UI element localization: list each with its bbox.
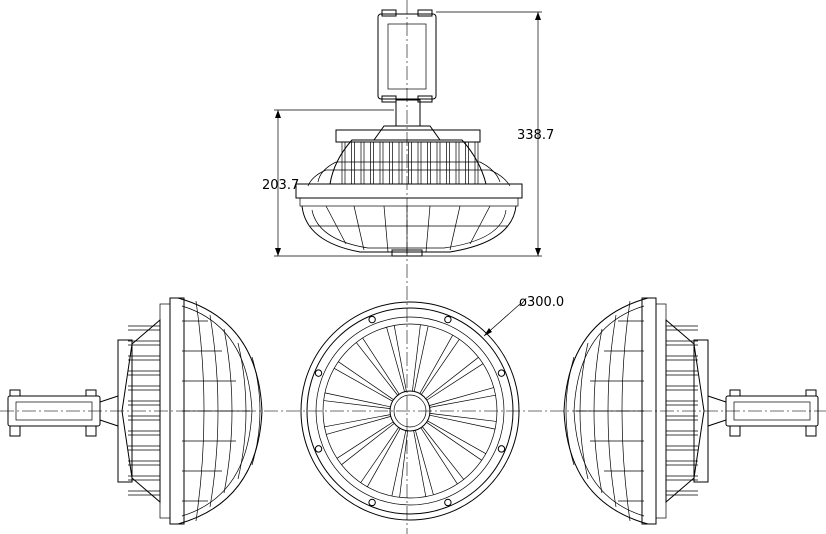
guard-spoke — [324, 414, 391, 428]
guard-spoke — [420, 427, 458, 485]
housing-flange — [295, 183, 523, 207]
guard-spoke — [422, 426, 464, 480]
protective-guard — [301, 205, 517, 257]
guard-spoke — [391, 430, 407, 497]
guard-spoke — [338, 361, 394, 400]
guard-spoke — [427, 420, 486, 454]
dimension-diameter: ø300.0 — [483, 295, 564, 337]
mounting-bolt — [368, 498, 376, 507]
left-side-view — [7, 297, 263, 525]
mounting-bolt — [368, 315, 376, 324]
guard-spoke — [413, 325, 429, 392]
mounting-bolt — [444, 315, 452, 324]
guard-spoke — [429, 387, 494, 406]
dimension-body-height: 203.7 — [262, 109, 394, 257]
dimension-total-height: 338.7 — [420, 11, 554, 257]
mounting-bolt — [444, 498, 452, 507]
bottom-view — [300, 301, 520, 521]
guard-spoke — [393, 325, 407, 392]
guard-spoke — [425, 357, 479, 399]
guard-spoke — [323, 400, 391, 409]
dimension-label-diameter: ø300.0 — [519, 295, 564, 310]
mounting-bolt — [314, 369, 323, 377]
guard-spoke — [419, 335, 453, 394]
mounting-bolt — [314, 445, 323, 453]
guard-spoke — [429, 413, 497, 422]
guard-spoke — [367, 428, 401, 487]
guard-spoke — [362, 337, 400, 395]
guard-spoke — [429, 414, 496, 430]
guard-spoke — [429, 394, 496, 408]
guard-spoke — [336, 421, 394, 459]
guard-spoke — [360, 427, 399, 483]
guard-spoke — [324, 392, 391, 408]
dimension-label-body-height: 203.7 — [262, 178, 299, 193]
guard-spoke — [426, 363, 484, 401]
guard-spoke — [356, 342, 398, 396]
guard-spoke — [421, 339, 460, 395]
mounting-bolt — [497, 445, 506, 453]
guard-spoke — [412, 324, 421, 392]
junction-box — [377, 9, 437, 103]
heat-sink — [307, 129, 511, 187]
guard-spoke — [386, 327, 405, 392]
dimension-label-total-height: 338.7 — [517, 128, 554, 143]
mounting-bolt — [497, 369, 506, 377]
guard-spoke — [334, 368, 393, 402]
guard-spoke — [415, 430, 434, 495]
front-elevation-view: 338.7 203.7 — [262, 9, 554, 257]
guard-spoke — [399, 430, 408, 498]
guard-spoke — [413, 430, 427, 497]
right-side-view — [563, 297, 819, 525]
guard-spoke — [326, 416, 391, 435]
guard-spoke — [341, 423, 395, 465]
guard-spoke — [426, 422, 482, 461]
